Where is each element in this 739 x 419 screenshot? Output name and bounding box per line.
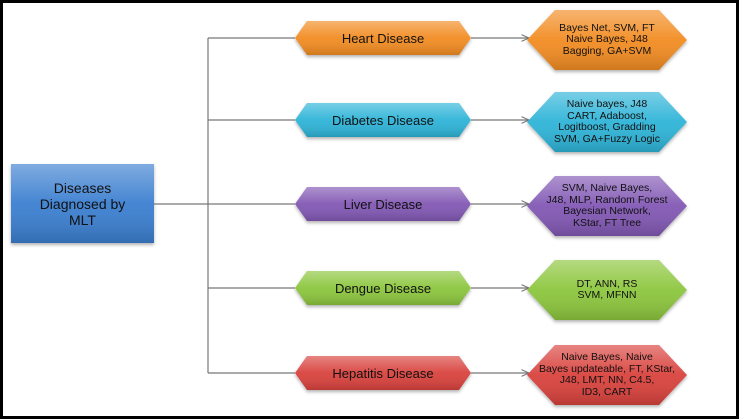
root-node-label: Diseases Diagnosed by MLT (11, 164, 154, 243)
algorithm-line: KStar, FT Tree (572, 216, 642, 229)
root-line: Diagnosed by (39, 195, 126, 212)
algorithm-line: SVM, GA+Fuzzy Logic (554, 132, 660, 145)
algorithm-line: Logitboost, Gradding (558, 121, 656, 133)
algorithm-line: Bayesian Network, (563, 205, 651, 217)
algorithm-line: Naive bayes, J48 (566, 98, 648, 110)
disease-node-label: Hepatitis Disease (332, 365, 434, 381)
algorithm-line: SVM, MFNN (577, 289, 637, 301)
root-line: MLT (69, 211, 96, 228)
diagram-svg (11, 10, 687, 405)
disease-node-gloss (295, 356, 471, 390)
disease-node-gloss (295, 187, 471, 221)
disease-node-label: Liver Disease (343, 196, 423, 212)
root-node-gloss (11, 164, 154, 243)
disease-node-label: Diabetes Disease (332, 112, 434, 128)
algorithm-line: J48, LMT, NN, C4.5, (559, 374, 655, 386)
disease-node-gloss (295, 21, 471, 55)
algorithm-node-label: SVM, Naive Bayes,J48, MLP, Random Forest… (527, 176, 687, 236)
algorithm-node-gloss (527, 92, 687, 152)
root-line: Diseases (53, 179, 112, 196)
algorithm-node-gloss (527, 176, 687, 236)
disease-node-label: Dengue Disease (334, 280, 432, 296)
disease-node-gloss (295, 103, 471, 137)
disease-node-label: Heart Disease (341, 30, 425, 46)
disease-node-gloss (295, 271, 471, 305)
algorithm-line: Bayes Net, SVM, FT (559, 21, 655, 34)
algorithm-line: ID3, CART (581, 385, 633, 398)
algorithm-line: Bayes updateable, FT, KStar, (539, 362, 675, 375)
algorithm-line: Naive Bayes, Naive (561, 351, 653, 363)
algorithm-node-gloss (527, 260, 687, 320)
algorithm-line: Naive Bayes, J48 (566, 33, 648, 46)
algorithm-line: SVM, Naive Bayes, (561, 182, 653, 194)
algorithm-node-gloss (527, 345, 687, 405)
algorithm-node-gloss (527, 10, 687, 70)
algorithm-line: J48, MLP, Random Forest (546, 193, 668, 206)
algorithm-line: Bagging, GA+SVM (562, 44, 652, 57)
algorithm-line: CART, Adaboost, (567, 109, 647, 122)
algorithm-line: DT, ANN, RS (576, 277, 638, 290)
